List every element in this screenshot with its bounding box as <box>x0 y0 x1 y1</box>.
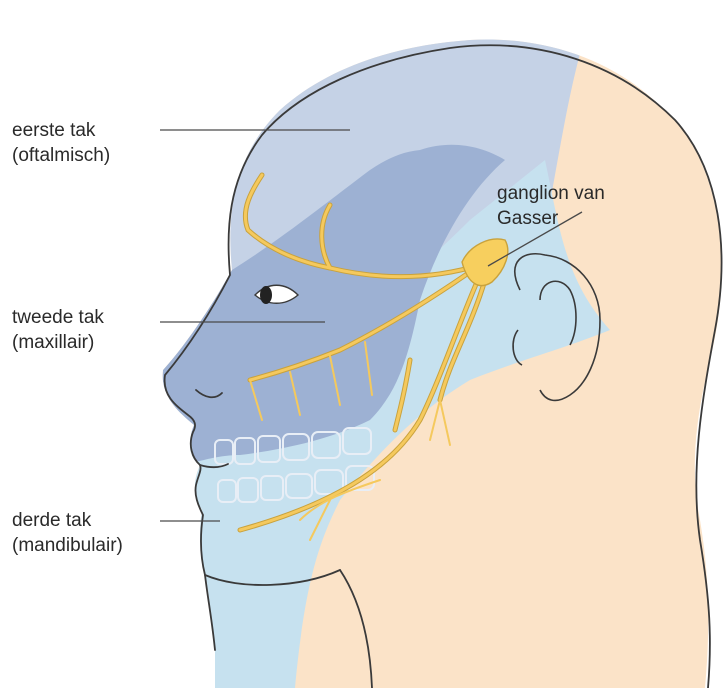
label-third-branch: derde tak (mandibulair) <box>12 508 123 558</box>
label-ganglion-line1: ganglion van <box>497 181 605 206</box>
label-first-branch: eerste tak (oftalmisch) <box>12 118 110 168</box>
label-ganglion-line2: Gasser <box>497 206 605 231</box>
label-third-branch-line2: (mandibulair) <box>12 533 123 558</box>
label-third-branch-line1: derde tak <box>12 508 123 533</box>
label-ganglion: ganglion van Gasser <box>497 181 605 231</box>
label-second-branch-line1: tweede tak <box>12 305 104 330</box>
label-first-branch-line1: eerste tak <box>12 118 110 143</box>
label-first-branch-line2: (oftalmisch) <box>12 143 110 168</box>
label-second-branch: tweede tak (maxillair) <box>12 305 104 355</box>
label-second-branch-line2: (maxillair) <box>12 330 104 355</box>
